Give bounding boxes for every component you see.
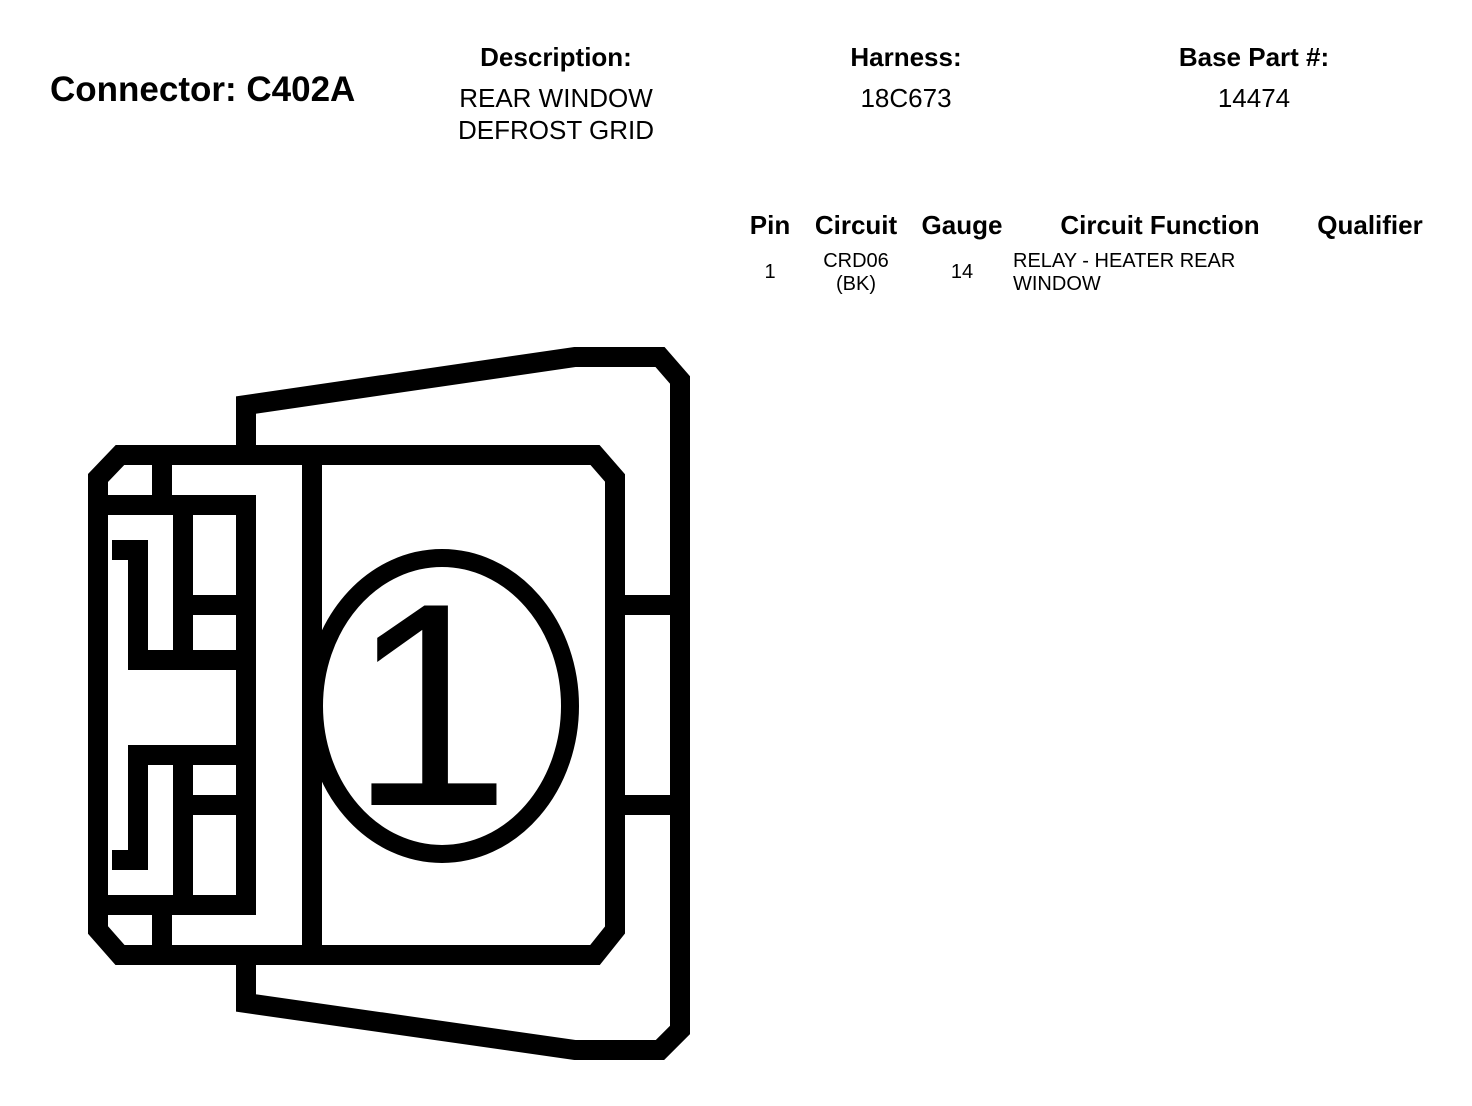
right-latch bbox=[615, 595, 680, 815]
harness-label: Harness: bbox=[850, 42, 962, 72]
base-part-label: Base Part #: bbox=[1178, 42, 1330, 72]
cell-circuit: CRD06 (BK) bbox=[823, 250, 889, 295]
housing-outline bbox=[236, 347, 690, 1060]
cell-gauge: 14 bbox=[950, 261, 974, 283]
column-header-circuit-function: Circuit Function bbox=[1060, 210, 1260, 240]
description-value: REAR WINDOW DEFROST GRID bbox=[458, 83, 654, 145]
base-part-value: 14474 bbox=[1217, 83, 1291, 113]
connector-title: Connector: C402A bbox=[50, 70, 356, 109]
body-outline bbox=[88, 445, 625, 965]
column-header-circuit: Circuit bbox=[814, 210, 898, 240]
left-latch-clip bbox=[112, 540, 246, 870]
column-header-pin: Pin bbox=[749, 210, 791, 240]
column-header-qualifier: Qualifier bbox=[1317, 210, 1423, 240]
description-label: Description: bbox=[480, 42, 632, 72]
cell-pin: 1 bbox=[764, 261, 776, 283]
left-latch-frame bbox=[98, 495, 256, 915]
cell-circuit-function: RELAY - HEATER REAR WINDOW bbox=[1013, 250, 1236, 295]
harness-value: 18C673 bbox=[860, 83, 952, 113]
pin-number-label: 1 bbox=[349, 543, 510, 867]
column-header-gauge: Gauge bbox=[921, 210, 1003, 240]
pin-cavity bbox=[305, 549, 579, 863]
